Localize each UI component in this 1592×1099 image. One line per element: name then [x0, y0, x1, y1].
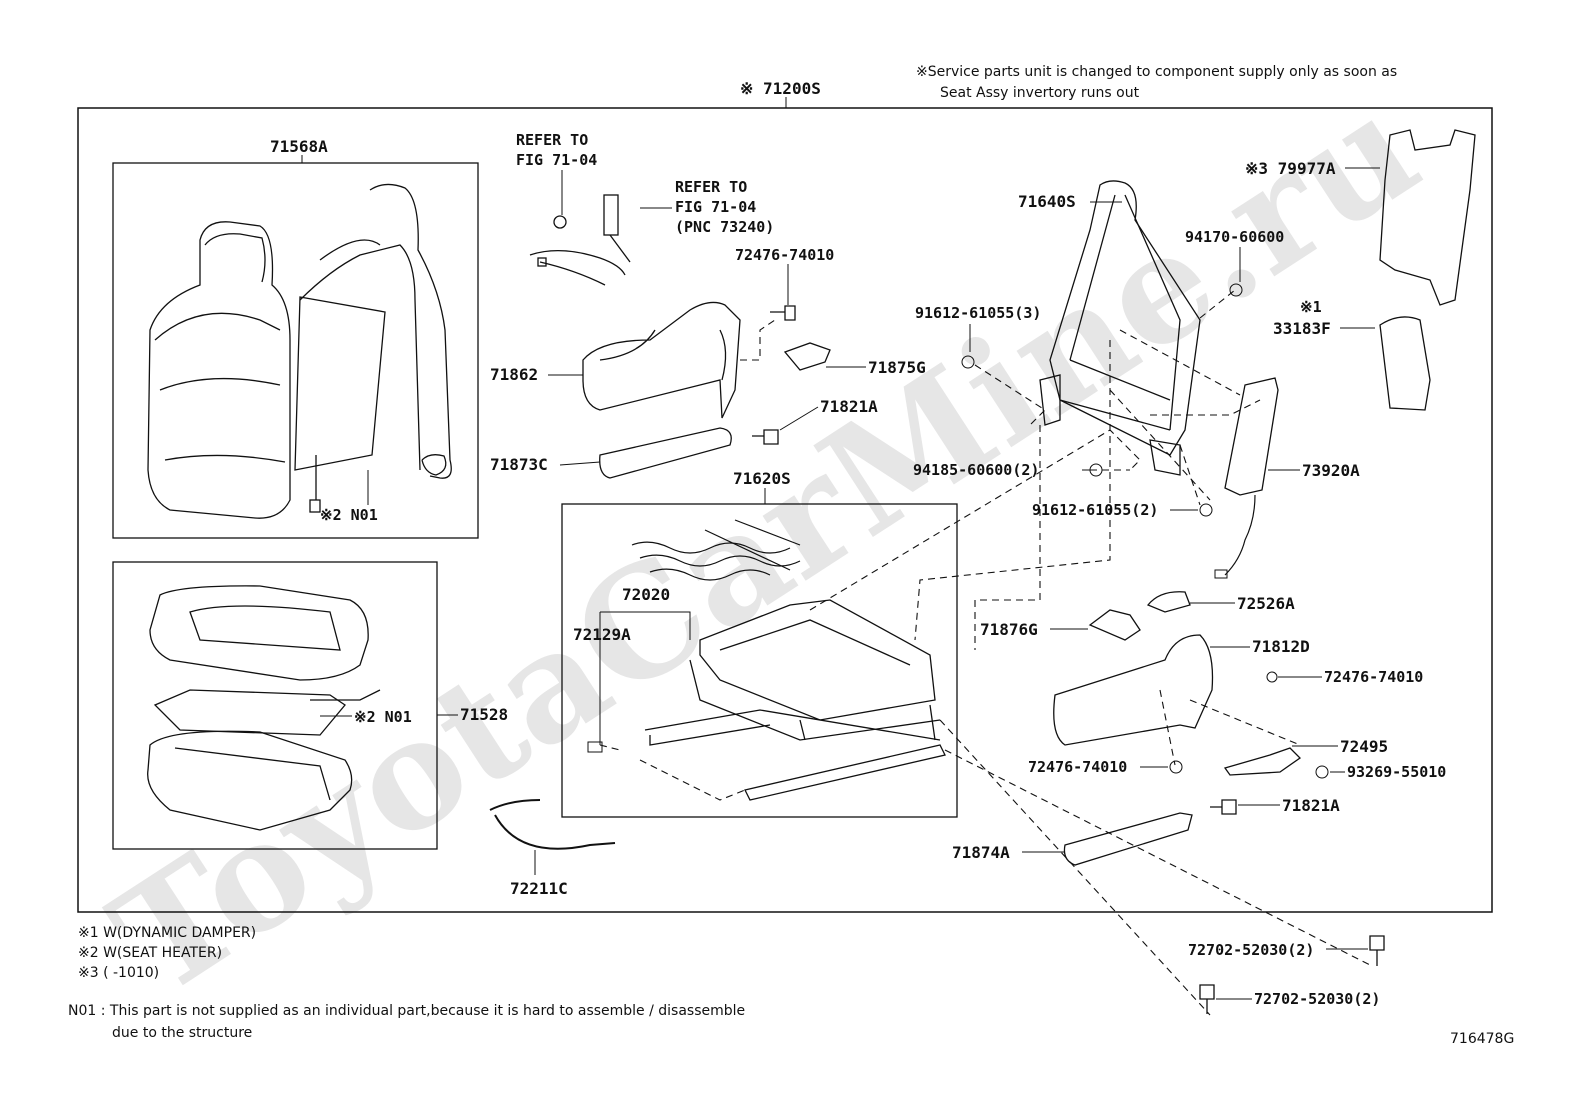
- cushion-frame-box: [561, 503, 958, 818]
- assembly-dashed-lines: [599, 289, 1371, 1016]
- label-71640S: 71640S: [1018, 192, 1076, 211]
- outer-shield-drawing: [1053, 634, 1214, 746]
- label-N01-cushion: ※2 N01: [354, 708, 412, 726]
- figure-code: 716478G: [1450, 1031, 1514, 1047]
- bracket-71876G: [1088, 609, 1141, 641]
- label-94185-60600-2: 94185-60600(2): [913, 461, 1039, 479]
- bolt-icon: [770, 305, 796, 321]
- bolt-icon: [1199, 503, 1213, 517]
- footnote-n01-line1: N01 : This part is not supplied as an in…: [68, 1003, 745, 1019]
- footnote-2: ※2 W(SEAT HEATER): [78, 945, 222, 961]
- label-72020: 72020: [622, 585, 670, 604]
- knob-drawing: [1146, 591, 1191, 613]
- label-71876G: 71876G: [980, 620, 1038, 639]
- label-79977A: ※3 79977A: [1245, 159, 1336, 178]
- label-72702-52030-upper: 72702-52030(2): [1188, 941, 1314, 959]
- clip-icon: [752, 429, 779, 445]
- label-72476-74010-top: 72476-74010: [735, 246, 834, 264]
- footnote-3: ※3 ( -1010): [78, 965, 159, 981]
- cushion-frame-drawing: [644, 599, 946, 801]
- bolt-icon: [961, 355, 975, 369]
- footnote-1: ※1 W(DYNAMIC DAMPER): [78, 925, 256, 941]
- label-71873C: 71873C: [490, 455, 548, 474]
- label-73920A: 73920A: [1302, 461, 1360, 480]
- seatback-frame-drawing: [1039, 180, 1201, 476]
- clip-72129A: [587, 741, 603, 753]
- label-94170-60600: 94170-60600: [1185, 228, 1284, 246]
- label-refer2-c: (PNC 73240): [675, 218, 774, 236]
- service-note-line1: ※Service parts unit is changed to compon…: [916, 64, 1397, 80]
- label-33183F-note: ※1: [1300, 298, 1322, 316]
- footnotes: ※1 W(DYNAMIC DAMPER) ※2 W(SEAT HEATER) ※…: [68, 925, 1514, 1047]
- label-71812D: 71812D: [1252, 637, 1310, 656]
- label-refer2-b: FIG 71-04: [675, 198, 756, 216]
- label-72526A: 72526A: [1237, 594, 1295, 613]
- bolt-icon: [1266, 671, 1278, 683]
- lever-drawing: [1223, 747, 1302, 776]
- bolt-icon: [1369, 935, 1385, 966]
- label-72495: 72495: [1340, 737, 1388, 756]
- assembly-label: ※ 71200S: [740, 79, 821, 98]
- label-71568A: 71568A: [270, 137, 328, 156]
- service-note: ※Service parts unit is changed to compon…: [916, 64, 1397, 101]
- service-note-line2: Seat Assy invertory runs out: [940, 85, 1140, 101]
- cover-71874A: [1063, 812, 1193, 866]
- label-71874A: 71874A: [952, 843, 1010, 862]
- label-71821A-lower: 71821A: [1282, 796, 1340, 815]
- shield-drawing: [582, 301, 741, 419]
- label-71821A-upper: 71821A: [820, 397, 878, 416]
- label-72129A: 72129A: [573, 625, 631, 644]
- label-71620S: 71620S: [733, 469, 791, 488]
- label-72476-74010-lower: 72476-74010: [1028, 758, 1127, 776]
- label-71862: 71862: [490, 365, 538, 384]
- cushion-cover-drawing: [147, 585, 381, 831]
- label-refer1-b: FIG 71-04: [516, 151, 597, 169]
- label-72702-52030-lower: 72702-52030(2): [1254, 990, 1380, 1008]
- bolt-icon: [1169, 760, 1183, 774]
- watermark: ToyotaCarMine.ru: [84, 59, 1448, 1030]
- label-71875G: 71875G: [868, 358, 926, 377]
- pad-drawing: [1379, 129, 1476, 306]
- assembly-frame: [77, 107, 1493, 913]
- seatbelt-buckle-drawing: [529, 194, 631, 286]
- label-33183F: 33183F: [1273, 319, 1331, 338]
- label-93269-55010: 93269-55010: [1347, 763, 1446, 781]
- nut-icon: [1229, 283, 1243, 297]
- damper-drawing: [1379, 316, 1431, 411]
- label-71528: 71528: [460, 705, 508, 724]
- airbag-drawing: [1224, 377, 1279, 496]
- label-91612-61055-2: 91612-61055(2): [1032, 501, 1158, 519]
- backrest-cover-box: [112, 162, 479, 539]
- label-N01-backrest: ※2 N01: [320, 506, 378, 524]
- screw-icon: [1315, 765, 1329, 779]
- backrest-cover-drawing: [147, 183, 452, 519]
- clip-icon: [1210, 799, 1237, 815]
- label-refer2-a: REFER TO: [675, 178, 747, 196]
- label-72211C: 72211C: [510, 879, 568, 898]
- wire-drawing: [489, 799, 616, 850]
- bracket-drawing: [783, 342, 831, 371]
- label-91612-61055-3: 91612-61055(3): [915, 304, 1041, 322]
- cushion-springs-drawing: [631, 519, 801, 581]
- label-refer1-a: REFER TO: [516, 131, 588, 149]
- cover-drawing: [599, 427, 732, 479]
- cushion-cover-box: [112, 561, 438, 850]
- label-72476-74010-right: 72476-74010: [1324, 668, 1423, 686]
- footnote-n01-line2: due to the structure: [112, 1025, 252, 1041]
- bolt-icon: [1199, 984, 1215, 1014]
